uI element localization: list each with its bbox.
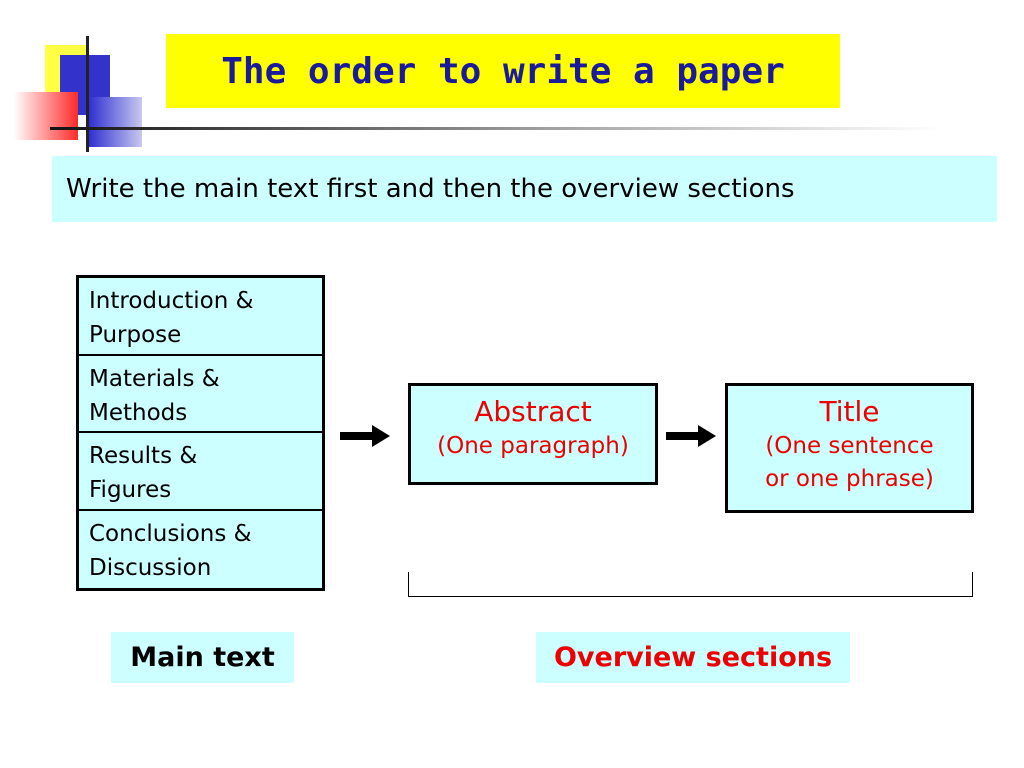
main-row-line: Purpose	[89, 322, 182, 348]
abstract-heading: Abstract	[474, 395, 592, 428]
decor-vertical-line	[86, 36, 89, 152]
main-row-line: Conclusions &	[89, 520, 252, 547]
decor-red-gradient	[14, 92, 78, 140]
title-heading: Title	[819, 395, 880, 428]
main-row-line: Methods	[89, 399, 188, 426]
main-row-line: Introduction &	[89, 288, 254, 314]
slide-title-box: The order to write a paper	[166, 34, 840, 108]
title-note-line: or one phrase)	[765, 466, 934, 492]
main-row-line: Figures	[89, 477, 172, 503]
subtitle-box: Write the main text first and then the o…	[52, 156, 997, 222]
right-arrow-icon	[666, 425, 716, 447]
title-box: Title (One sentence or one phrase)	[725, 383, 974, 513]
decor-blue-gradient	[87, 97, 142, 147]
slide-title: The order to write a paper	[221, 50, 785, 92]
main-row-line: Discussion	[89, 554, 212, 581]
main-row-line: Materials &	[89, 365, 220, 392]
main-row-introduction: Introduction & Purpose	[79, 278, 322, 356]
overview-sections-label: Overview sections	[536, 632, 850, 683]
main-row-line: Results &	[89, 443, 198, 469]
subtitle: Write the main text first and then the o…	[66, 174, 795, 204]
main-row-materials: Materials & Methods	[79, 356, 322, 433]
main-text-table: Introduction & Purpose Materials & Metho…	[76, 275, 325, 591]
decor-horizontal-line	[50, 127, 940, 130]
right-arrow-icon	[340, 425, 390, 447]
main-text-label: Main text	[111, 632, 294, 683]
abstract-box: Abstract (One paragraph)	[408, 383, 658, 485]
main-row-results: Results & Figures	[79, 433, 322, 511]
main-row-conclusions: Conclusions & Discussion	[79, 511, 322, 589]
title-note-line: (One sentence	[765, 433, 934, 459]
overview-bracket	[408, 572, 973, 597]
abstract-note: (One paragraph)	[437, 433, 629, 459]
